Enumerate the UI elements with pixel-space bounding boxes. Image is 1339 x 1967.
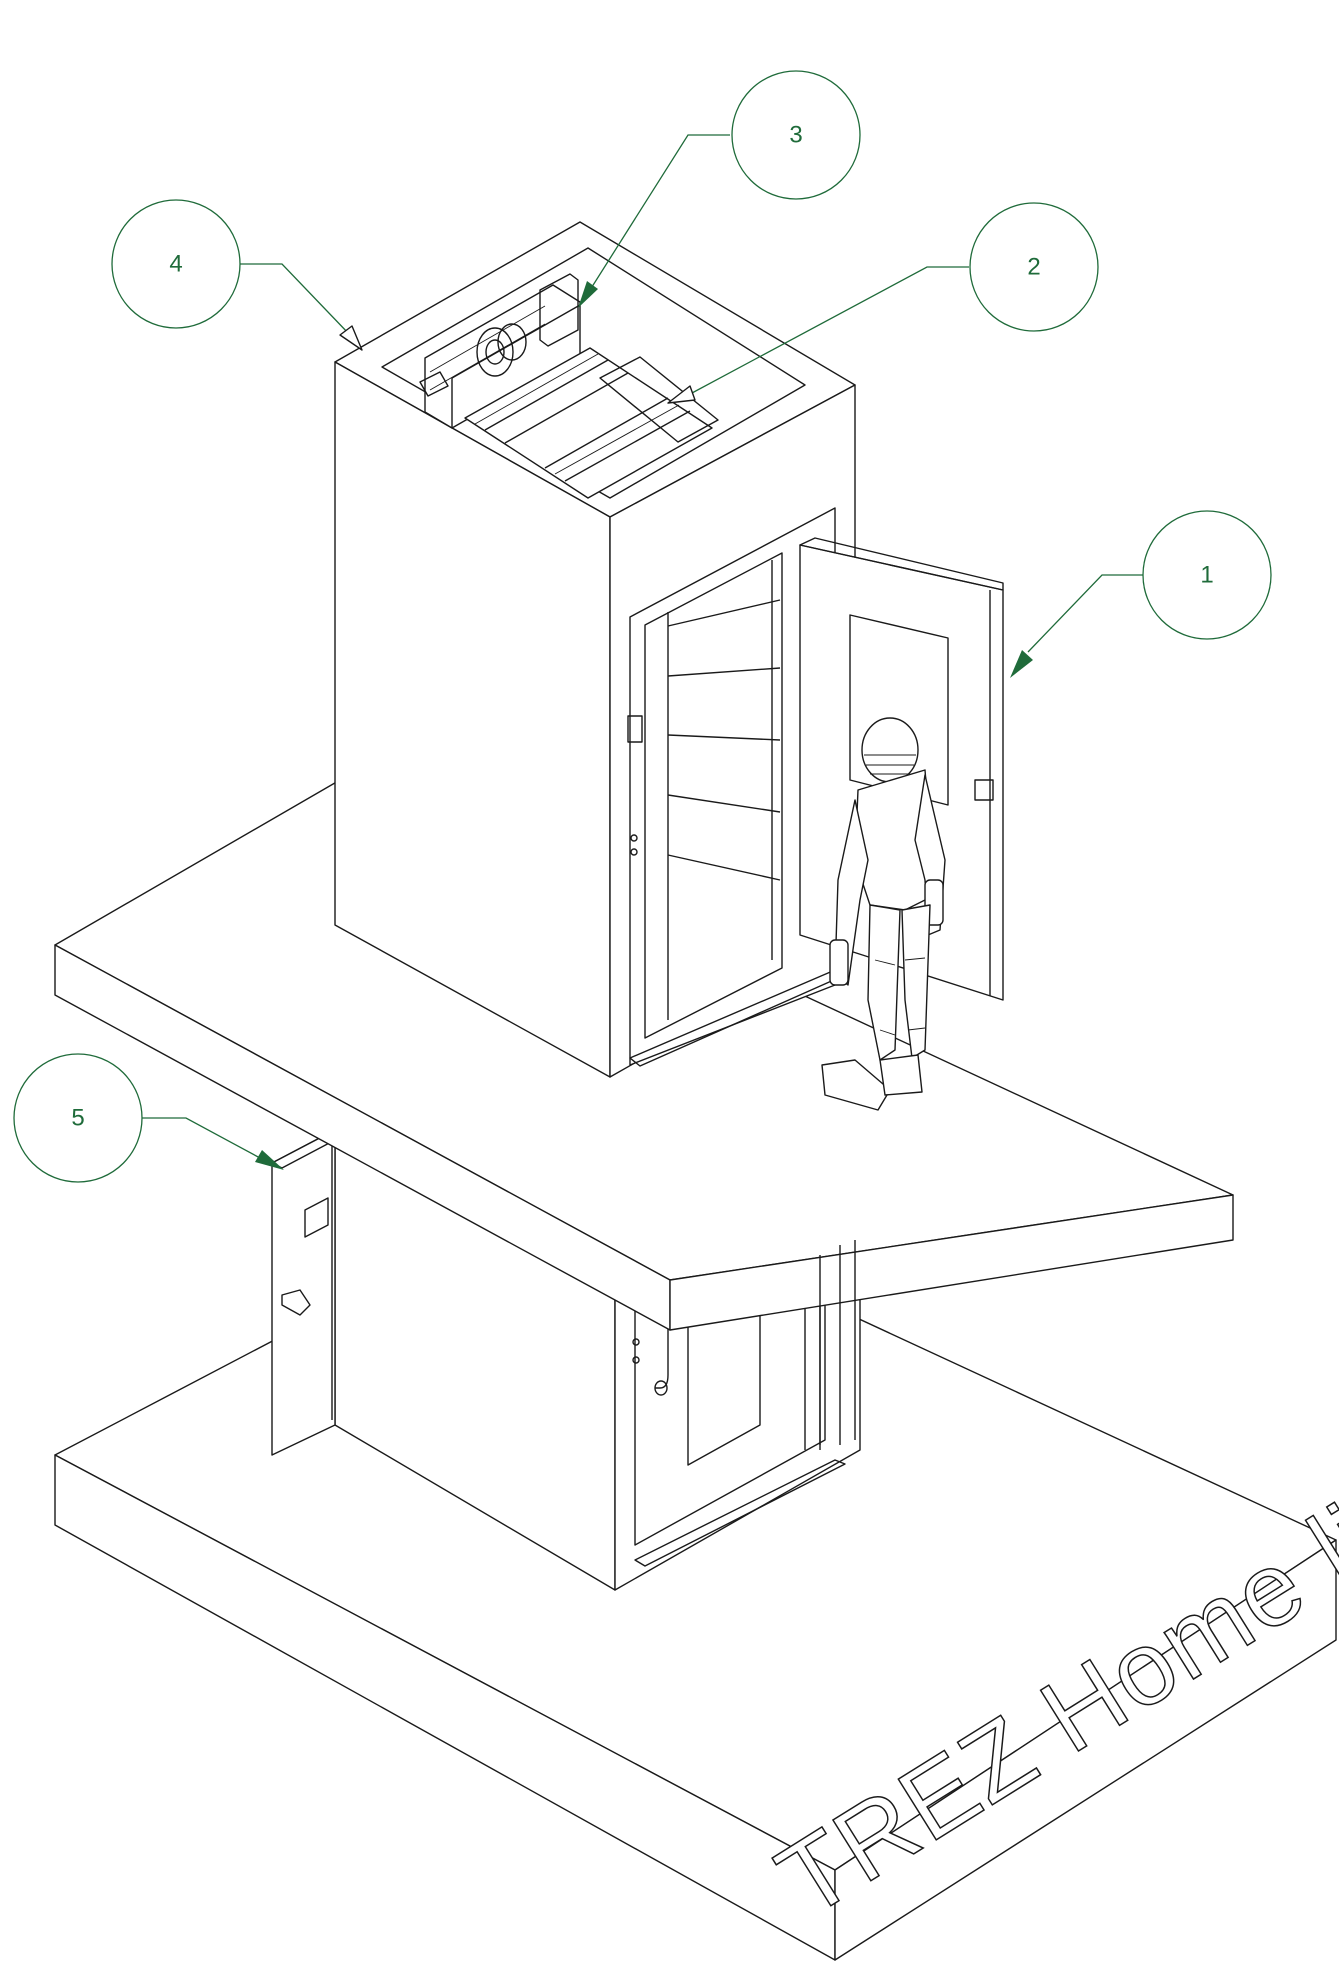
arrow-head-icon bbox=[339, 325, 363, 351]
callout-3: 3 bbox=[578, 70, 861, 308]
drive-unit bbox=[419, 273, 581, 429]
control-cabinet bbox=[271, 1129, 336, 1456]
callout-5: 5 bbox=[13, 1053, 284, 1183]
callout-1-label: 1 bbox=[1200, 562, 1213, 589]
guide-rails bbox=[464, 347, 719, 499]
callout-4-label: 4 bbox=[169, 251, 182, 278]
arrow-head-icon bbox=[255, 1150, 284, 1170]
callout-2: 2 bbox=[667, 202, 1099, 404]
arrow-head-icon bbox=[1010, 650, 1033, 678]
callout-3-label: 3 bbox=[789, 122, 802, 149]
landing-door-upper bbox=[627, 507, 1004, 1067]
callout-2-label: 2 bbox=[1027, 254, 1040, 281]
callout-5-label: 5 bbox=[71, 1105, 84, 1132]
support-posts bbox=[819, 1240, 856, 1450]
arrow-head-icon bbox=[667, 385, 696, 404]
arrow-head-icon bbox=[578, 281, 598, 308]
human-figure bbox=[821, 717, 946, 1111]
callout-4: 4 bbox=[111, 199, 363, 351]
callout-1: 1 bbox=[1010, 510, 1272, 678]
